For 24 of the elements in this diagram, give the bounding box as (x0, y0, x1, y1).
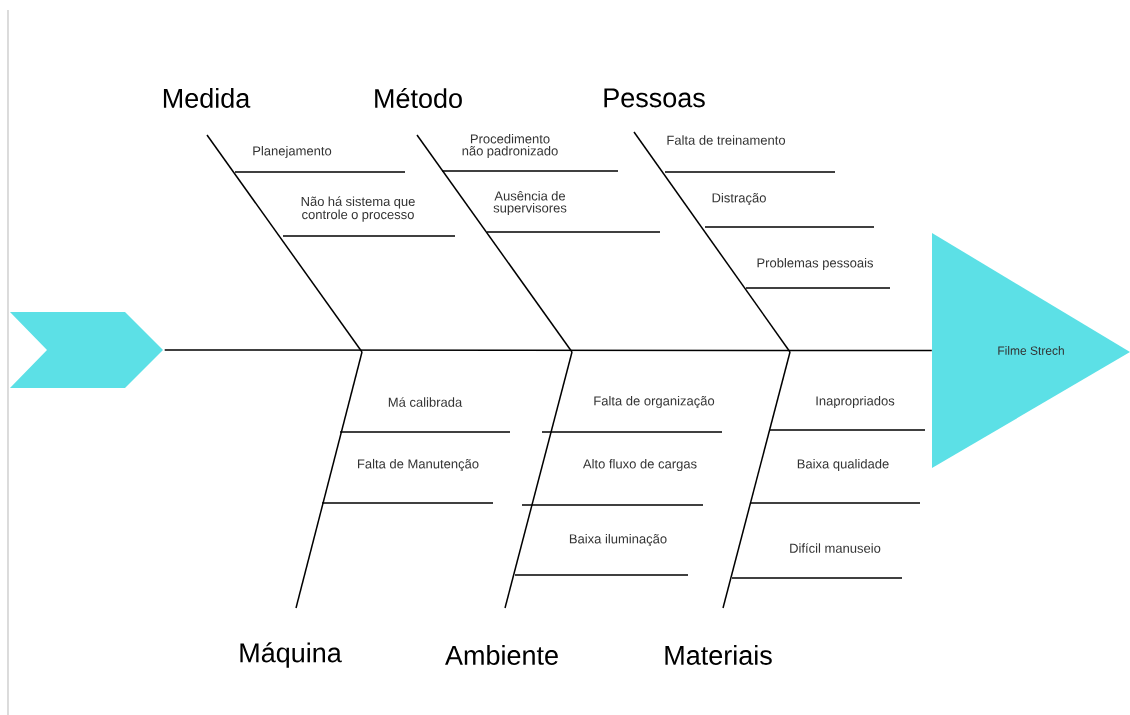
cause-label: Alto fluxo de cargas (582, 458, 697, 472)
cause-label: Problemas pessoais (757, 257, 874, 271)
cause-label: Difícil manuseio (790, 543, 881, 553)
spine-line (163, 349, 933, 352)
cause-label: Baixa iluminação (569, 533, 667, 547)
cause-label: Ausência de supervisores (493, 190, 567, 216)
cause-label: Falta de treinamento (667, 135, 786, 145)
cause-label: Inapropriados (816, 395, 895, 409)
cause-label: Não há sistema que controle o processo (301, 196, 415, 222)
cause-label: Baixa qualidade (797, 458, 889, 472)
category-label: Materiais (665, 645, 772, 665)
cause-label: Falta de Manutenção (358, 458, 479, 472)
cause-label: Má calibrada (388, 397, 463, 407)
category-label: Ambiente (445, 645, 558, 665)
category-label: Pessoas (604, 88, 705, 108)
cause-label: Falta de organização (594, 395, 715, 409)
category-label: Método (375, 87, 462, 109)
tail-chevron (10, 312, 163, 388)
cause-label: Planejamento (253, 145, 332, 159)
cause-label: Procedimento não padronizado (462, 133, 558, 159)
category-label: Medida (163, 88, 251, 108)
cause-label: Distração (712, 192, 766, 206)
category-label: Máquina (240, 642, 342, 668)
head-triangle: Filme Strech (932, 233, 1130, 468)
